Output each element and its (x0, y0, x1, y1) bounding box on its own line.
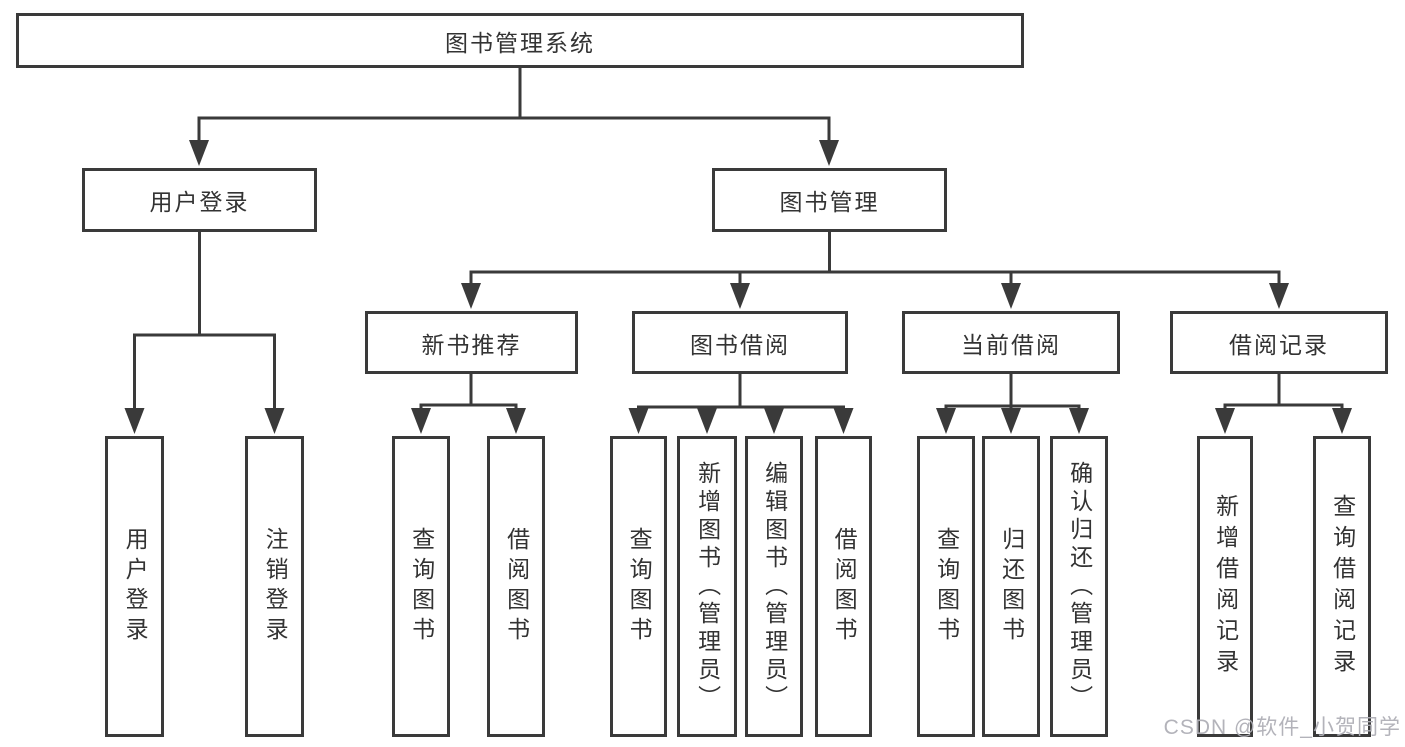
node-library-management-system: 图书管理系统 (16, 13, 1024, 68)
leaf-query-borrow-record: 查询借阅记录 (1313, 436, 1371, 737)
leaf-query-book-recommend: 查询图书 (392, 436, 450, 737)
leaf-label: 归还图书 (998, 526, 1025, 647)
leaf-label: 查询图书 (626, 526, 653, 647)
node-current-borrowing: 当前借阅 (902, 311, 1120, 374)
node-label: 用户登录 (149, 189, 250, 215)
leaf-label: 确认归还（管理员） (1066, 460, 1093, 713)
leaf-add-book-admin: 新增图书（管理员） (677, 436, 737, 737)
node-user-login: 用户登录 (82, 168, 317, 232)
leaf-label: 新增图书（管理员） (694, 460, 721, 713)
leaf-return-book: 归还图书 (982, 436, 1040, 737)
leaf-label: 借阅图书 (503, 526, 530, 647)
node-borrowing-records: 借阅记录 (1170, 311, 1388, 374)
node-label: 图书管理 (779, 189, 880, 215)
leaf-label: 编辑图书（管理员） (761, 460, 788, 713)
node-label: 新书推荐 (421, 331, 522, 358)
leaf-logout: 注销登录 (245, 436, 304, 737)
leaf-query-book-current: 查询图书 (917, 436, 975, 737)
leaf-borrow-book-recommend: 借阅图书 (487, 436, 545, 737)
leaf-label: 查询图书 (933, 526, 960, 647)
node-label: 图书管理系统 (445, 29, 595, 56)
leaf-add-borrow-record: 新增借阅记录 (1197, 436, 1253, 737)
node-label: 图书借阅 (690, 331, 790, 358)
leaf-label: 用户登录 (122, 526, 149, 647)
leaf-label: 注销登录 (262, 526, 289, 647)
leaf-label: 新增借阅记录 (1212, 493, 1239, 680)
leaf-confirm-return-admin: 确认归还（管理员） (1050, 436, 1108, 737)
csdn-watermark: CSDN @软件_小贺同学 (1163, 716, 1401, 739)
node-book-management: 图书管理 (712, 168, 947, 232)
node-new-book-recommendation: 新书推荐 (365, 311, 578, 374)
node-label: 当前借阅 (961, 331, 1061, 358)
leaf-label: 查询借阅记录 (1329, 493, 1356, 680)
leaf-label: 查询图书 (408, 526, 435, 647)
arrow-down-icon (124, 140, 1352, 434)
node-label: 借阅记录 (1229, 331, 1329, 358)
leaf-label: 借阅图书 (831, 526, 858, 647)
leaf-user-login: 用户登录 (105, 436, 164, 737)
leaf-query-book-borrowing: 查询图书 (610, 436, 667, 737)
leaf-borrow-book-borrowing: 借阅图书 (815, 436, 872, 737)
node-book-borrowing: 图书借阅 (632, 311, 848, 374)
leaf-edit-book-admin: 编辑图书（管理员） (745, 436, 803, 737)
